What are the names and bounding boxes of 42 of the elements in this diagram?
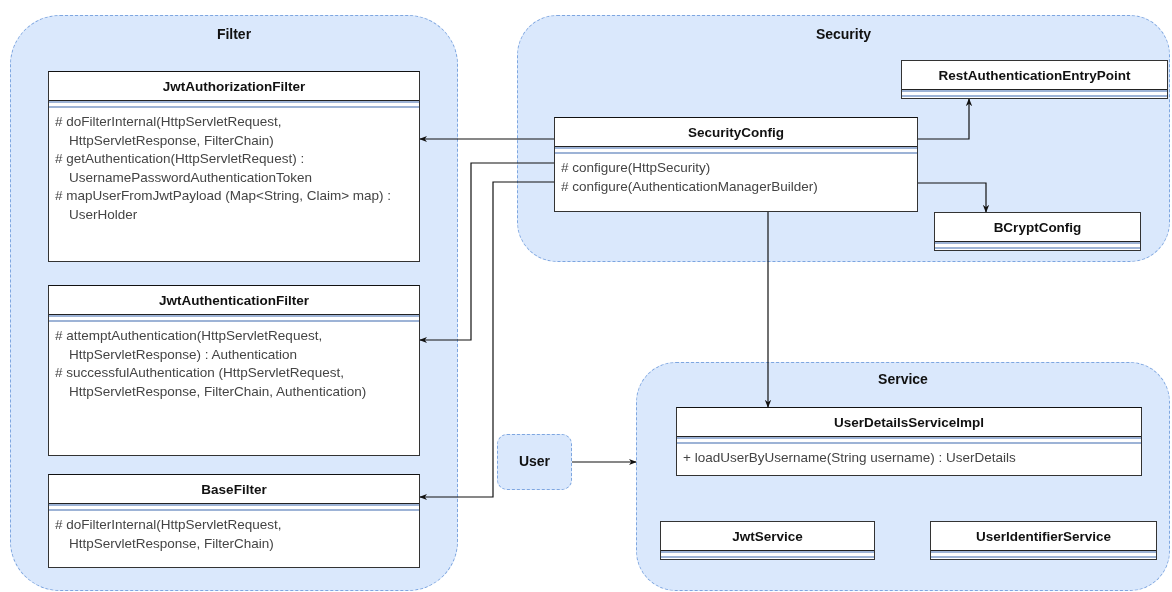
method-signature: # doFilterInternal(HttpServletRequest, HttpServletResponse, FilterChain)	[55, 516, 283, 553]
method-signature: # doFilterInternal(HttpServletRequest, HttpServletResponse, FilterChain)	[55, 113, 283, 150]
class-name: JwtAuthenticationFilter	[159, 292, 309, 308]
package-container	[517, 15, 1170, 262]
class-name: JwtAuthorizationFilter	[162, 78, 306, 94]
arrow	[419, 162, 555, 344]
method-signature: # mapUserFromJwtPayload (Map<String, Claim> map) : UserHolder	[55, 187, 393, 224]
class-name: BCryptConfig	[993, 219, 1082, 235]
method-signature: # getAuthentication(HttpServletRequest) : UsernamePasswordAuthenticationToken	[55, 150, 314, 187]
class-name: RestAuthenticationEntryPoint	[938, 67, 1131, 83]
package-title: Filter	[215, 26, 253, 42]
method-signature: # configure(AuthenticationManagerBuilder)	[561, 177, 819, 196]
method-signature: # attemptAuthentication(HttpServletRequest, HttpServletResponse) : Authentication	[55, 327, 324, 364]
class-box	[930, 521, 1157, 560]
package-title: Security	[814, 26, 873, 42]
class-name: UserIdentifierService	[975, 528, 1112, 544]
arrow	[571, 458, 637, 466]
class-box	[48, 285, 420, 456]
arrow	[419, 181, 555, 501]
class-box	[901, 60, 1168, 99]
arrow	[419, 135, 555, 143]
class-box	[554, 117, 918, 212]
method-signature: # configure(HttpSecurity)	[561, 159, 712, 177]
arrow	[917, 182, 990, 213]
package-container	[497, 434, 572, 490]
class-box	[48, 474, 420, 568]
class-name: SecurityConfig	[688, 124, 784, 140]
class-box	[676, 407, 1142, 476]
package-title: Service	[877, 371, 929, 387]
class-box	[48, 71, 420, 262]
class-name: JwtService	[732, 528, 803, 544]
package-title: User	[517, 453, 552, 469]
package-container	[10, 15, 458, 591]
package-container	[636, 362, 1170, 591]
class-box	[660, 521, 875, 560]
method-signature: + loadUserByUsername(String username) : UserDetails	[683, 449, 1017, 467]
arrow	[917, 98, 973, 140]
class-name: BaseFilter	[201, 481, 267, 497]
class-name: UserDetailsServiceImpl	[833, 414, 985, 430]
arrow	[764, 211, 772, 408]
method-signature: # successfulAuthentication (HttpServletRequest, HttpServletResponse, FilterChain, Authentication)	[55, 364, 368, 401]
class-box	[934, 212, 1141, 251]
